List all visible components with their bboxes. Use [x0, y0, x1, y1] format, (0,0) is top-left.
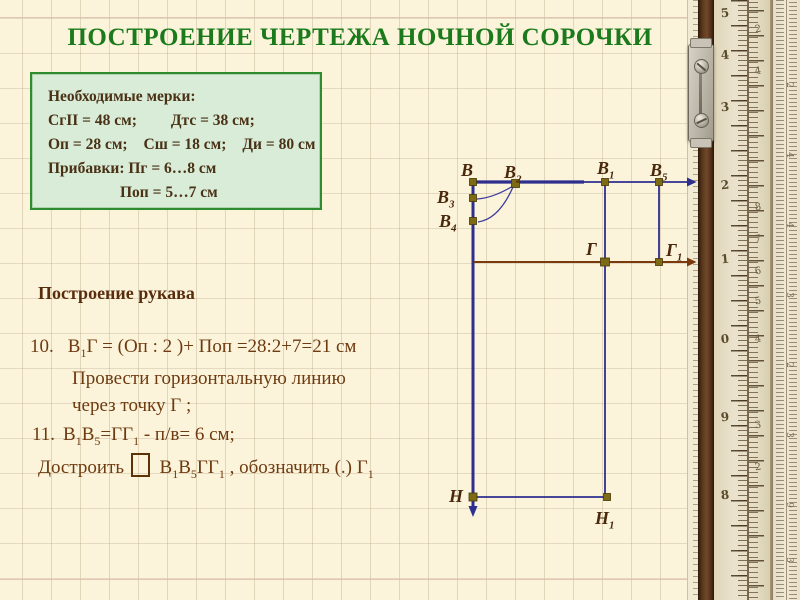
clip-slot: [699, 67, 702, 119]
ruler-centerline: [786, 0, 787, 600]
tick-marks: [731, 0, 747, 600]
ruler-number: 9: [784, 502, 794, 508]
ruler-number: 4: [754, 65, 762, 78]
tick-marks: [749, 0, 764, 600]
page-title: ПОСТРОЕНИЕ ЧЕРТЕЖА НОЧНОЙ СОРОЧКИ: [67, 24, 653, 51]
step-11-note: Достроить В1В5ГГ1 , обозначить (.) Г1: [38, 453, 374, 480]
tick-marks: [776, 0, 784, 600]
ruler-number: 2: [754, 461, 762, 474]
neckline-arc-back: [476, 185, 514, 200]
tick-marks: [789, 0, 797, 600]
formula-text: В1Г = (Оп : 2 )+ Поп =28:2+7=21 см: [67, 336, 357, 360]
point-label-b1: В1: [597, 158, 615, 182]
sleeve-section-heading: Построение рукава: [38, 283, 195, 303]
ruler-number: 9: [720, 409, 730, 425]
ruler-scale-right: [773, 0, 800, 600]
point-label-n1: Н1: [595, 508, 615, 532]
ruler-number: 7: [754, 233, 762, 246]
point-label-b4: В4: [439, 211, 457, 235]
ruler-number: 3: [754, 419, 762, 432]
ruler-number: 4: [720, 47, 730, 63]
step-number: 10.: [30, 336, 54, 357]
grid-accent-line: [0, 579, 688, 580]
point-label-g: Г: [586, 239, 597, 259]
formula-text: В1В5=ГГ1 - п/в= 6 см;: [63, 424, 235, 448]
step-10-formula: 10. В1Г = (Оп : 2 )+ Поп =28:2+7=21 см: [30, 336, 357, 360]
ruler-number: 4: [784, 222, 794, 228]
slider-clip: [688, 38, 714, 148]
ruler-number: 8: [720, 487, 730, 503]
step-number: 11.: [32, 424, 56, 445]
ruler-number: 0: [720, 331, 730, 347]
ruler-number: 3: [784, 432, 794, 438]
ruler-number: 4: [784, 152, 794, 158]
measurements-row: СгII = 48 см;Дтс = 38 см;: [48, 112, 255, 129]
ruler-number: 5: [754, 295, 762, 308]
ruler-number: 1: [720, 251, 730, 267]
measurements-row: Поп = 5…7 см: [120, 184, 218, 201]
measurements-row: Прибавки: Пг = 6…8 см: [48, 160, 217, 177]
measurements-box: Необходимые мерки: СгII = 48 см;Дтс = 38…: [30, 72, 322, 210]
ruler-number: 3: [720, 99, 730, 115]
point-label-n: Н: [449, 486, 464, 506]
step-11-formula: 11. В1В5=ГГ1 - п/в= 6 см;: [32, 424, 235, 448]
screw-icon: [694, 113, 709, 128]
ruler-number: 2: [784, 82, 794, 88]
ruler-number: 2: [720, 177, 730, 193]
ruler-number: 8: [754, 201, 762, 214]
step-10-note-line2: через точку Г ;: [72, 395, 192, 416]
ruler-number: 3: [784, 292, 794, 298]
arrow-down: [468, 506, 478, 517]
measurements-row: Оп = 28 см;Сш = 18 см;Ди = 80 см: [48, 136, 316, 153]
rectangle-symbol: [130, 453, 150, 477]
point-label-b5: В5: [650, 160, 668, 184]
wooden-ruler-strip: [698, 0, 714, 600]
ruler-gap-shadow: [770, 0, 773, 600]
measurements-heading: Необходимые мерки:: [48, 88, 196, 105]
point-markers: [468, 178, 663, 502]
ruler-centerline: [747, 0, 749, 600]
screw-icon: [694, 59, 709, 74]
ruler-edge-scale: [688, 0, 698, 600]
ruler-photo: 5 4 3 2 1 0 9 8 2 4 8 7 6 5 4 3 2 2 4 4 …: [688, 0, 800, 600]
step-10-note-line1: Провести горизонтальную линию: [72, 368, 346, 389]
grid-accent-line: [0, 17, 688, 18]
point-label-b3: В3: [437, 187, 455, 211]
point-label-b: В: [461, 160, 474, 180]
ruler-number: 3: [784, 557, 794, 563]
point-label-b2: В2: [504, 162, 522, 186]
ruler-number: 2: [784, 362, 794, 368]
point-label-g1: Г1: [666, 240, 683, 264]
ruler-scale-main: [714, 0, 770, 600]
ruler-number: 5: [720, 5, 730, 21]
neckline-arc-front: [477, 186, 514, 223]
ruler-number: 2: [754, 23, 762, 36]
ruler-number: 4: [754, 333, 762, 346]
ruler-number: 6: [754, 265, 762, 278]
